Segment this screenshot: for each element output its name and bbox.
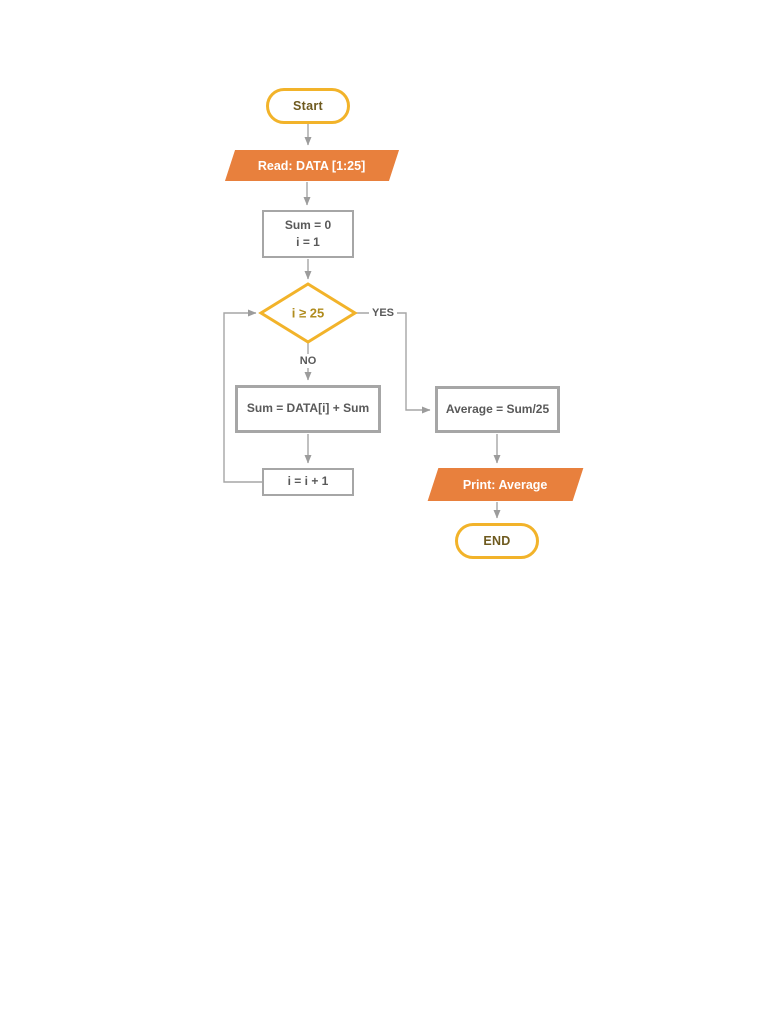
init-line1: Sum = 0 [284, 217, 332, 232]
read-data-label: Read: DATA [1:25] [258, 158, 366, 173]
start-terminator: Start [266, 88, 350, 124]
no-edge-label: NO [296, 354, 320, 368]
read-data-parallelogram: Read: DATA [1:25] [224, 150, 400, 181]
average-label: Average = Sum/25 [445, 401, 550, 416]
connector-increment-loopback-to-decision [223, 309, 262, 483]
accumulate-process-box: Sum = DATA[i] + Sum [235, 385, 381, 433]
end-terminator: END [455, 523, 539, 559]
increment-label: i = i + 1 [287, 474, 329, 489]
yes-edge-label: YES [368, 306, 398, 320]
decision-diamond [258, 282, 358, 344]
print-label: Print: Average [463, 477, 548, 492]
increment-process-box: i = i + 1 [262, 468, 354, 496]
decision-label: i ≥ 25 [291, 305, 325, 321]
end-label: END [483, 534, 511, 548]
average-process-box: Average = Sum/25 [435, 386, 560, 433]
start-label: Start [293, 99, 323, 113]
accumulate-label: Sum = DATA[i] + Sum [246, 401, 370, 416]
print-parallelogram: Print: Average [427, 468, 584, 501]
init-process-box: Sum = 0 i = 1 [262, 210, 354, 258]
init-line2: i = 1 [296, 235, 320, 249]
